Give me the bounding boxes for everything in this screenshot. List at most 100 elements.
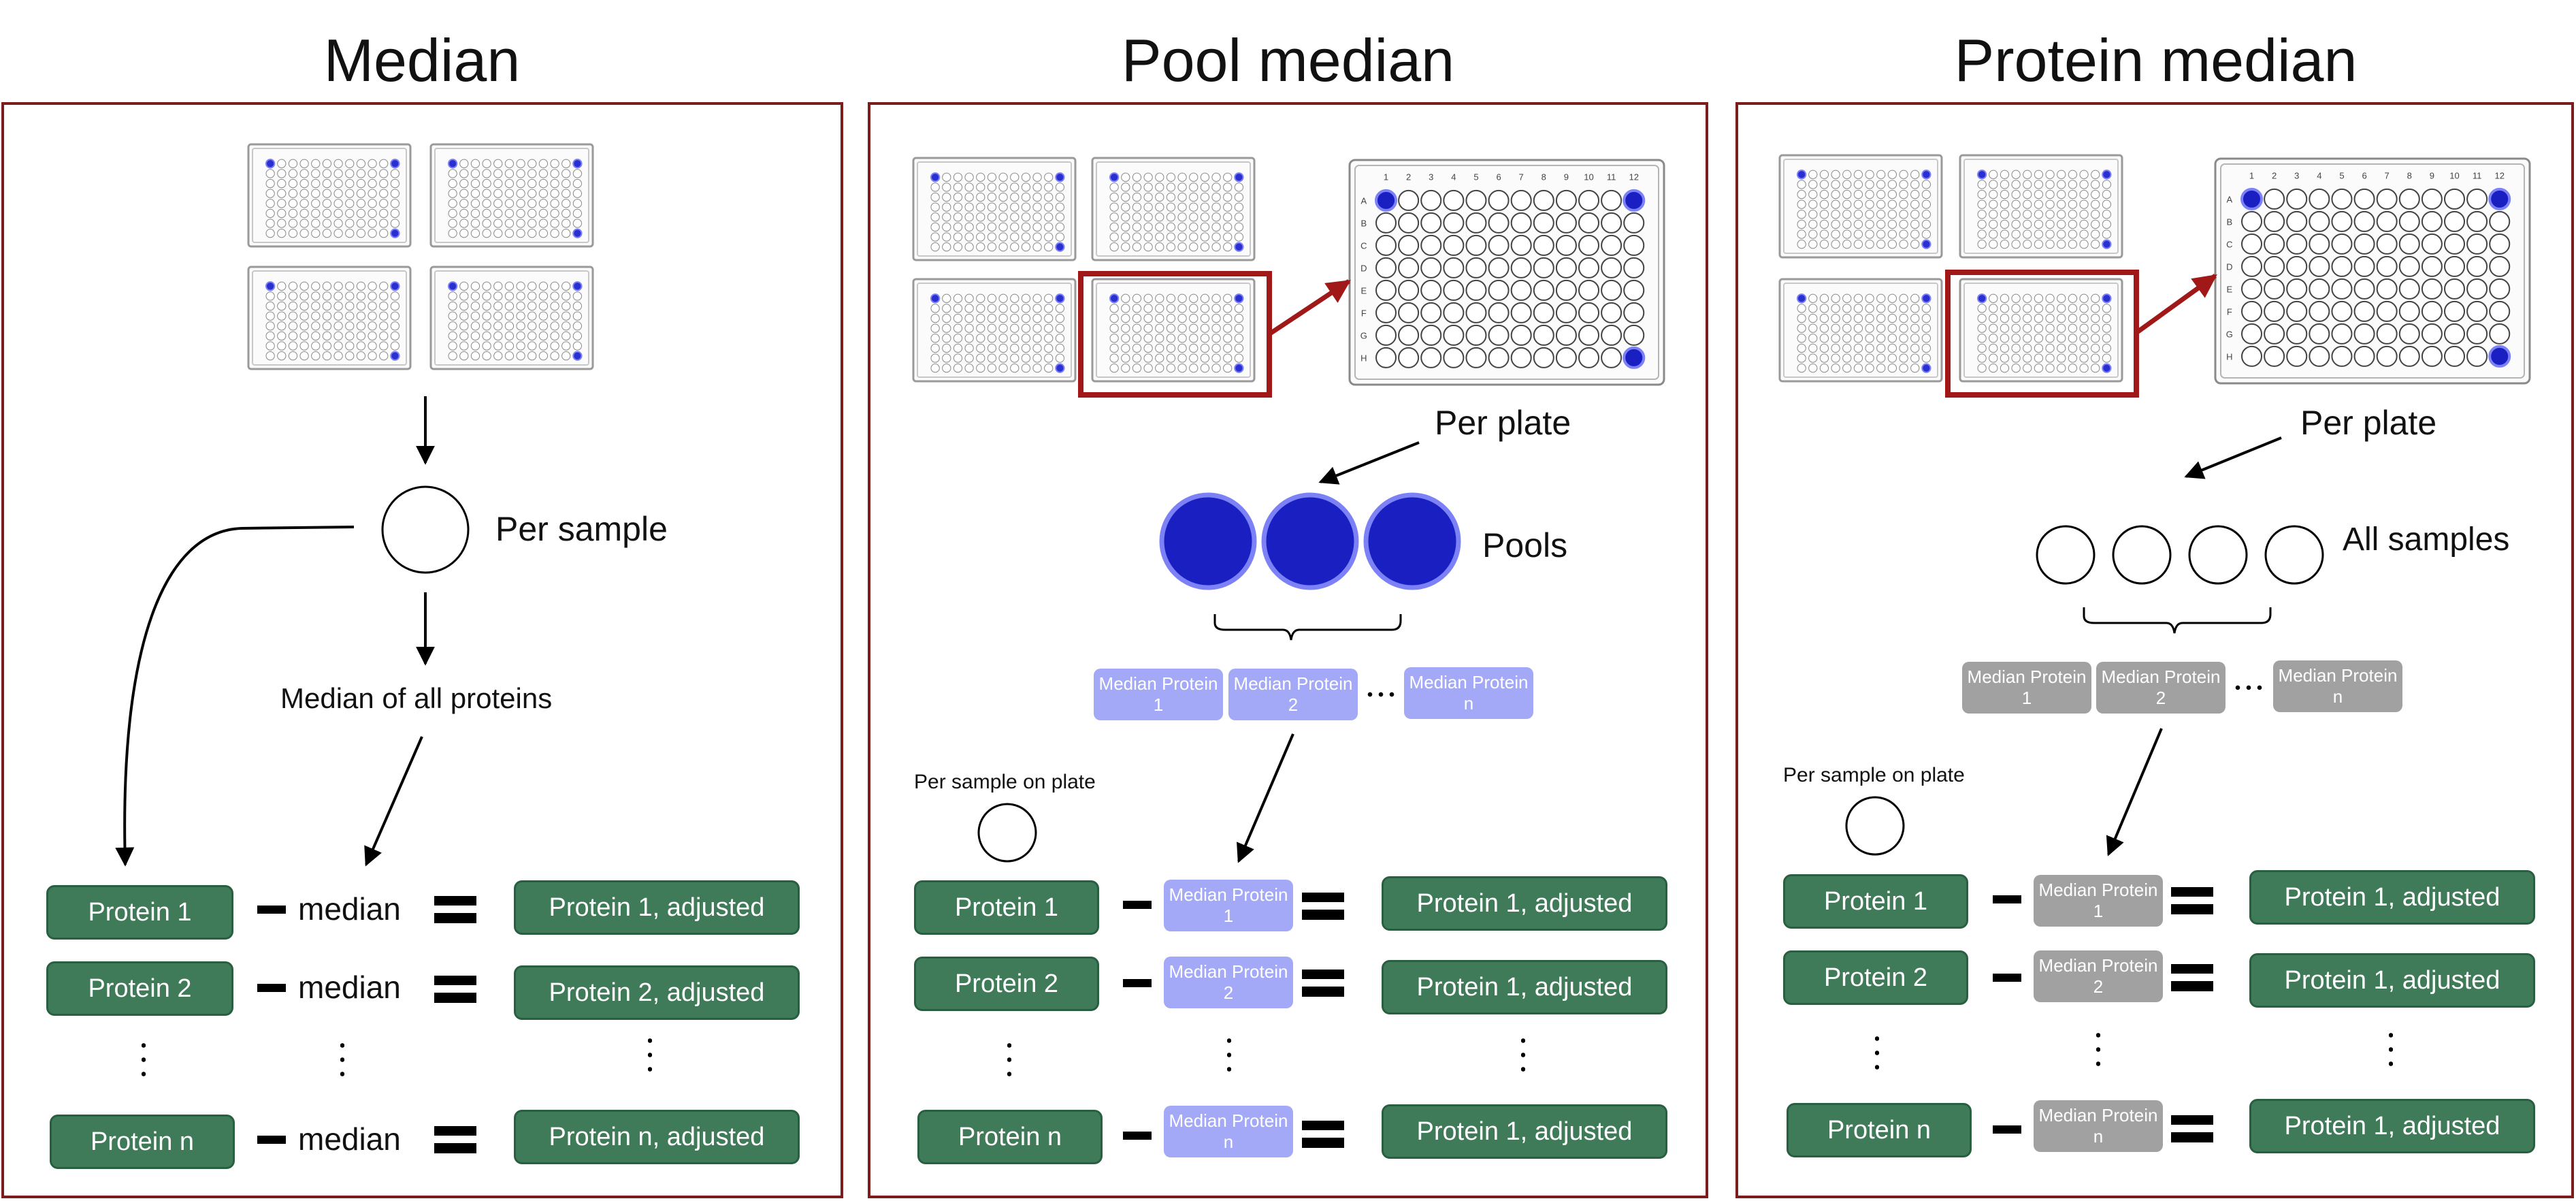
- plate-row-label: D: [1360, 263, 1367, 273]
- per-sample-circle-pool: [977, 803, 1037, 863]
- pool-circle-3: [1363, 492, 1461, 590]
- plate-column-label: 1: [1384, 172, 1388, 182]
- median-protein-2-box: Median Protein 2: [1164, 957, 1293, 1008]
- equals-sign: [2171, 964, 2213, 991]
- brace-pools: [1213, 614, 1402, 641]
- vertical-ellipsis: [2096, 1028, 2100, 1070]
- plate-column-label: 12: [2494, 171, 2504, 181]
- adjusted-2-box: Protein 1, adjusted: [2249, 953, 2535, 1008]
- protein-n-box: Protein n: [917, 1110, 1103, 1164]
- minus-sign: [1123, 979, 1152, 987]
- per-sample-on-plate-label: Per sample on plate: [914, 771, 1096, 793]
- plate-column-label: 4: [2317, 171, 2321, 181]
- plate-highlight-frame: [1945, 270, 2139, 398]
- plate-row-label: A: [1360, 195, 1367, 206]
- sample-circle: [381, 485, 470, 574]
- per-sample-label: Per sample: [495, 510, 668, 548]
- pool-circle-2: [1261, 492, 1359, 590]
- pool-circle-1: [1159, 492, 1257, 590]
- protein-2-box: Protein 2: [914, 957, 1099, 1011]
- vertical-ellipsis: [340, 1038, 344, 1080]
- per-plate-label: Per plate: [1435, 404, 1571, 442]
- adjusted-n-box: Protein 1, adjusted: [2249, 1099, 2535, 1153]
- plate-column-label: 7: [1519, 172, 1524, 182]
- plate-row-label: H: [1360, 353, 1367, 363]
- median-protein-n-box: Median Protein n: [1404, 667, 1533, 719]
- median-word: median: [298, 1121, 401, 1157]
- arrow-median2-to-subtract: [1237, 733, 1294, 863]
- equals-sign: [2171, 887, 2213, 914]
- plate-column-label: 4: [1451, 172, 1456, 182]
- adjusted-2-box: Protein 1, adjusted: [1382, 960, 1667, 1014]
- equals-sign: [434, 1126, 476, 1153]
- protein-2-box: Protein 2: [46, 961, 233, 1016]
- median-protein-n-box: Median Protein n: [2273, 660, 2402, 712]
- median-protein-2-box: Median Protein 2: [2096, 662, 2226, 714]
- per-sample-on-plate-label: Per sample on plate: [1783, 764, 1965, 786]
- plate-column-label: 3: [1429, 172, 1433, 182]
- sample-circle-1: [2036, 525, 2096, 585]
- panel-protein-median: [1735, 102, 2574, 1198]
- plate-small-icon: [1959, 278, 2123, 383]
- median-protein-n-box: Median Protein n: [1164, 1106, 1293, 1157]
- median-protein-1-box: Median Protein 1: [1094, 669, 1223, 720]
- plate-column-label: 9: [2430, 171, 2434, 181]
- title-pool-median: Pool median: [1121, 27, 1455, 94]
- protein-n-box: Protein n: [1787, 1103, 1972, 1157]
- plate-column-label: 1: [2249, 171, 2254, 181]
- vertical-ellipsis: [2389, 1028, 2393, 1070]
- plate-row-label: A: [2226, 194, 2232, 204]
- protein-2-box: Protein 2: [1783, 950, 1968, 1005]
- horizontal-ellipsis: [1365, 692, 1397, 697]
- plate-row-label: H: [2226, 351, 2232, 362]
- sample-circle-2: [2112, 525, 2172, 585]
- median-protein-n-box: Median Protein n: [2034, 1100, 2163, 1152]
- adjusted-1-box: Protein 1, adjusted: [514, 880, 800, 935]
- plate-column-label: 11: [2473, 171, 2482, 181]
- protein-n-box: Protein n: [50, 1115, 235, 1169]
- plate-small-icon: [1778, 278, 1943, 383]
- median-protein-1-box: Median Protein 1: [1164, 880, 1293, 931]
- equals-sign: [2171, 1115, 2213, 1142]
- panel-median: [1, 102, 843, 1198]
- per-plate-label: Per plate: [2300, 404, 2437, 442]
- plate-small-icon: [429, 266, 594, 370]
- per-sample-circle-protein: [1845, 796, 1905, 856]
- plate-small-icon: [1091, 157, 1256, 261]
- minus-sign: [257, 1136, 286, 1144]
- plate-small-icon: [1778, 154, 1943, 259]
- plate-row-label: E: [2226, 284, 2232, 294]
- sample-circle-3: [2188, 525, 2248, 585]
- plate-small-icon: [429, 143, 594, 248]
- plate-small-icon: [1091, 278, 1256, 383]
- protein-1-box: Protein 1: [46, 885, 233, 940]
- equals-sign: [1302, 970, 1344, 997]
- title-median: Median: [323, 27, 521, 94]
- panel-pool-median: [868, 102, 1708, 1198]
- minus-sign: [257, 906, 286, 914]
- title-protein-median: Protein median: [1954, 27, 2358, 94]
- plate-row-label: F: [1361, 308, 1367, 318]
- adjusted-1-box: Protein 1, adjusted: [1382, 876, 1667, 931]
- arrow-median2-to-subtract-3: [2106, 728, 2163, 856]
- plate-column-label: 2: [2272, 171, 2277, 181]
- plate-row-label: C: [2226, 239, 2232, 249]
- minus-sign: [1993, 895, 2021, 903]
- plate-small-icon: [912, 157, 1077, 261]
- plate-row-label: B: [2226, 217, 2232, 227]
- pools-label: Pools: [1482, 526, 1568, 564]
- sample-circle-4: [2264, 525, 2324, 585]
- plate-column-label: 10: [1584, 172, 1593, 182]
- plate-column-label: 12: [1629, 172, 1638, 182]
- plate-small-icon: [1959, 154, 2123, 259]
- median-protein-1-box: Median Protein 1: [1962, 662, 2091, 714]
- minus-sign: [1993, 974, 2021, 982]
- all-samples-label: All samples: [2343, 522, 2510, 558]
- plate-row-label: E: [1360, 285, 1367, 295]
- plate-row-label: G: [1360, 330, 1367, 340]
- plate-small-icon: [912, 278, 1077, 383]
- minus-sign: [1123, 1132, 1152, 1140]
